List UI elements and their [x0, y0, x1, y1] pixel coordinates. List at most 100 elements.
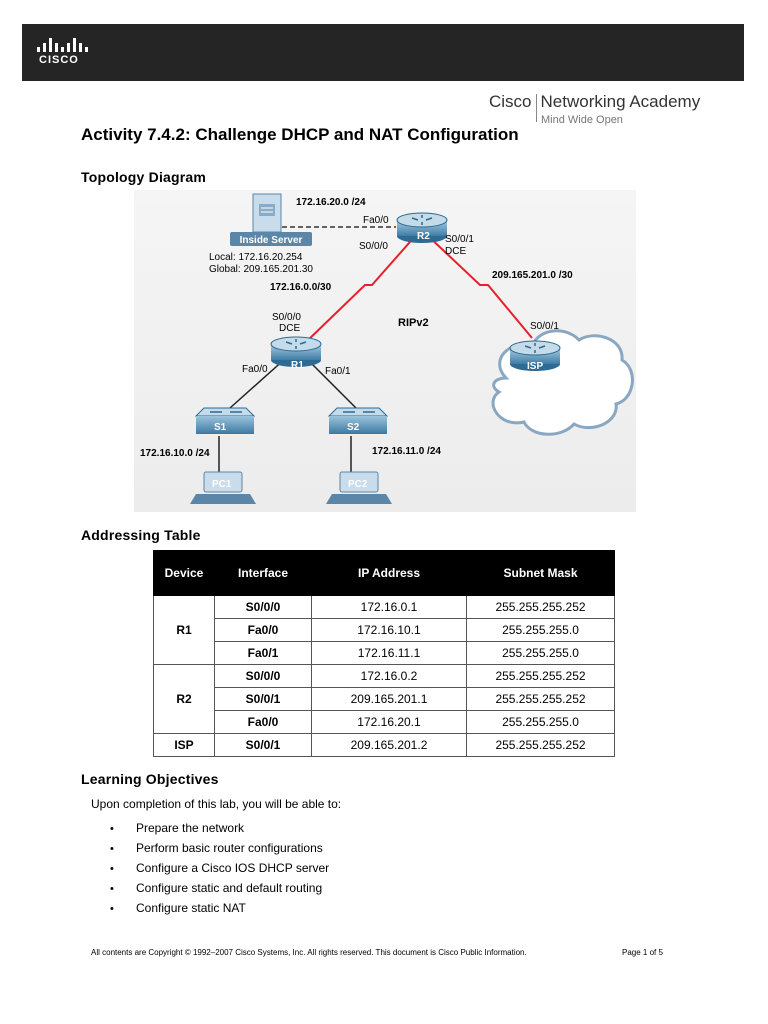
networking-academy-logo: Cisco Networking Academy Mind Wide Open: [489, 92, 701, 126]
header-banner: CISCO: [22, 24, 744, 81]
interface-cell: S0/0/0: [214, 664, 312, 688]
isp-s001-label: S0/0/1: [530, 321, 559, 332]
bullet-icon: •: [110, 843, 114, 855]
footer-page-number: Page 1 of 5: [622, 948, 663, 957]
topology-diagram: Inside Server R2 R1 ISP S1 S2: [134, 190, 636, 512]
mask-cell: 255.255.255.252: [466, 595, 615, 619]
col-ip-address: IP Address: [311, 550, 467, 596]
table-row: Fa0/0 172.16.20.1 255.255.255.0: [154, 710, 615, 734]
academy-tagline: Mind Wide Open: [541, 114, 623, 126]
r2-dce-label: DCE: [445, 246, 466, 257]
objective-text: Configure static and default routing: [136, 881, 323, 895]
router-isp-label: ISP: [527, 361, 543, 372]
ip-cell: 209.165.201.2: [311, 733, 467, 757]
link-r2-isp-serial: [425, 233, 533, 339]
mask-cell: 255.255.255.252: [466, 664, 615, 688]
bullet-icon: •: [110, 903, 114, 915]
col-interface: Interface: [214, 550, 312, 596]
academy-name-cisco: Cisco: [489, 92, 532, 111]
table-row: Fa0/0 172.16.10.1 255.255.255.0: [154, 618, 615, 642]
objective-text: Prepare the network: [136, 821, 245, 835]
bullet-icon: •: [110, 823, 114, 835]
mask-cell: 255.255.255.252: [466, 687, 615, 711]
ip-cell: 172.16.11.1: [311, 641, 467, 665]
objectives-heading: Learning Objectives: [81, 771, 219, 787]
r2-s000-label: S0/0/0: [359, 241, 388, 252]
r1-s000-label: S0/0/0: [272, 312, 301, 323]
ip-cell: 209.165.201.1: [311, 687, 467, 711]
pc2-icon: [326, 471, 392, 504]
cisco-wordmark: CISCO: [39, 54, 79, 66]
list-item: • Configure static NAT: [110, 898, 329, 918]
objective-text: Configure static NAT: [136, 901, 246, 915]
ripv2-label: RIPv2: [398, 317, 429, 329]
router-r2-icon: [396, 212, 448, 243]
link-r1-s1: [229, 357, 287, 409]
pc1-label: PC1: [212, 479, 232, 490]
list-item: • Prepare the network: [110, 818, 329, 838]
addressing-table: Device Interface IP Address Subnet Mask …: [153, 550, 615, 757]
link-r1-r2-serial: [305, 233, 418, 343]
mask-cell: 255.255.255.252: [466, 733, 615, 757]
interface-cell: S0/0/1: [214, 687, 312, 711]
net-s1-label: 172.16.10.0 /24: [140, 448, 210, 459]
server-global-label: Global: 209.165.201.30: [209, 264, 313, 275]
interface-cell: Fa0/0: [214, 618, 312, 642]
table-row: ISP S0/0/1 209.165.201.2 255.255.255.252: [153, 733, 615, 757]
list-item: • Perform basic router configurations: [110, 838, 329, 858]
objective-text: Perform basic router configurations: [136, 841, 323, 855]
interface-cell: S0/0/0: [214, 595, 312, 619]
table-row: S0/0/1 209.165.201.1 255.255.255.252: [154, 687, 615, 711]
page-title: Activity 7.4.2: Challenge DHCP and NAT C…: [81, 125, 519, 144]
interface-cell: Fa0/0: [214, 710, 312, 734]
device-cell: R2: [153, 664, 215, 734]
device-cell: R1: [153, 595, 215, 665]
list-item: • Configure static and default routing: [110, 878, 329, 898]
ip-cell: 172.16.20.1: [311, 710, 467, 734]
ip-cell: 172.16.0.2: [311, 664, 467, 688]
col-device: Device: [153, 550, 215, 596]
objectives-intro: Upon completion of this lab, you will be…: [91, 797, 342, 811]
router-r1-label: R1: [291, 360, 304, 371]
logo-divider: [535, 94, 537, 122]
table-row: Fa0/1 172.16.11.1 255.255.255.0: [154, 641, 615, 665]
objective-text: Configure a Cisco IOS DHCP server: [136, 861, 330, 875]
router-isp-icon: [509, 340, 561, 371]
net-inside-label: 172.16.20.0 /24: [296, 197, 366, 208]
r2-fa00-label: Fa0/0: [363, 215, 389, 226]
table-header-row: Device Interface IP Address Subnet Mask: [153, 550, 615, 596]
bullet-icon: •: [110, 883, 114, 895]
topology-heading: Topology Diagram: [81, 169, 207, 185]
device-cell: ISP: [153, 733, 215, 757]
net-r2-isp-label: 209.165.201.0 /30: [492, 270, 573, 281]
footer-copyright: All contents are Copyright © 1992–2007 C…: [91, 948, 527, 957]
r1-dce-label: DCE: [279, 323, 300, 334]
link-r1-s2: [305, 357, 357, 409]
router-r2-label: R2: [417, 231, 430, 242]
pc2-label: PC2: [348, 479, 368, 490]
ip-cell: 172.16.0.1: [311, 595, 467, 619]
ip-cell: 172.16.10.1: [311, 618, 467, 642]
switch-s2-label: S2: [347, 422, 360, 433]
interface-cell: S0/0/1: [214, 733, 312, 757]
server-icon: [230, 193, 312, 246]
bullet-icon: •: [110, 863, 114, 875]
mask-cell: 255.255.255.0: [466, 641, 615, 665]
pc1-icon: [190, 471, 256, 504]
r2-s001-label: S0/0/1: [445, 234, 474, 245]
switch-s1-icon: [194, 407, 256, 434]
net-s2-label: 172.16.11.0 /24: [372, 446, 441, 457]
objectives-list: • Prepare the network • Perform basic rout…: [110, 818, 329, 918]
addressing-heading: Addressing Table: [81, 527, 201, 543]
mask-cell: 255.255.255.0: [466, 618, 615, 642]
switch-s1-label: S1: [214, 422, 227, 433]
router-r1-icon: [270, 336, 322, 367]
inside-server-label: Inside Server: [240, 235, 303, 246]
cisco-bars-icon: [37, 36, 88, 52]
academy-name: Networking Academy: [540, 92, 701, 111]
switch-s2-icon: [327, 407, 389, 434]
interface-cell: Fa0/1: [214, 641, 312, 665]
list-item: • Configure a Cisco IOS DHCP server: [110, 858, 329, 878]
col-subnet-mask: Subnet Mask: [466, 550, 615, 596]
table-row: R2 S0/0/0 172.16.0.2 255.255.255.252: [153, 664, 615, 734]
